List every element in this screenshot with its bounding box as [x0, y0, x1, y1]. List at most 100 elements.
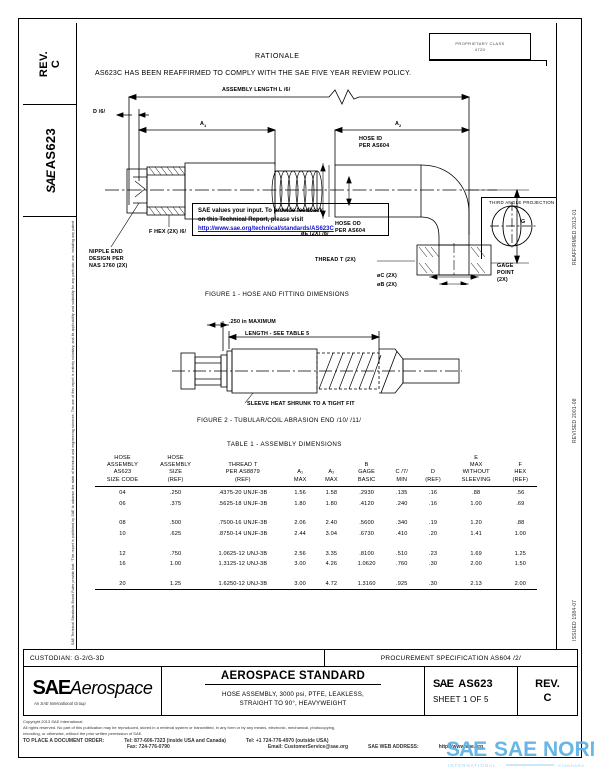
cell-b: .2930	[359, 490, 374, 497]
cell-hose-size: 1.00	[169, 560, 182, 567]
legal-notice-box: SAE Technical Standards Board Rules prov…	[23, 217, 77, 649]
email-address: Email: CustomerService@sae.org	[267, 744, 348, 750]
label-gage-point: GAGE POINT (2X)	[497, 263, 515, 283]
right-margin-strip: REAFFIRMED 2013-01 REVISED 2001-08 ISSUE…	[556, 23, 578, 649]
cell-c: .135	[396, 490, 408, 497]
label-thread-t: THREAD T (2X)	[315, 257, 356, 263]
rights-line-2: recording, or otherwise, without the pri…	[23, 731, 143, 736]
date-reaffirmed: REAFFIRMED 2013-01	[572, 209, 578, 265]
cell-size-code: 12	[119, 550, 126, 557]
cell-c: .410	[396, 530, 408, 537]
cell-size-code: 08	[119, 520, 126, 527]
standard-subtitle: HOSE ASSEMBLY, 3000 psi, PTFE, LEAKLESS,…	[222, 691, 364, 707]
cell-a2: 4.72	[315, 578, 348, 590]
cell-a2: 3.35	[325, 550, 338, 557]
th-hose-size: HOSE ASSEMBLY SIZE (REF)	[150, 455, 202, 487]
drawing-sheet: PROPRIETARY CLASS 4720 RATIONALE AS623C …	[77, 23, 557, 649]
web-address: http://www.sae.org	[438, 744, 484, 750]
cell-size-code: 06	[119, 500, 126, 507]
cell-f: 1.50	[514, 560, 527, 567]
revision-field-value: C	[543, 692, 552, 704]
cell-size-code: 16	[119, 560, 126, 567]
cell-f: .88	[516, 520, 525, 527]
document-number: AS623	[42, 128, 58, 170]
proprietary-class-stamp: PROPRIETARY CLASS 4720	[429, 33, 531, 60]
table-row-spacer	[95, 539, 537, 548]
revision-value: C	[49, 59, 62, 68]
revision-field-label: REV.	[535, 678, 560, 690]
cell-size-code: 20	[95, 578, 150, 590]
cell-a1: 3.00	[284, 578, 316, 590]
label-length-see-table: LENGTH - SEE TABLE 5	[245, 331, 310, 337]
order-label: TO PLACE A DOCUMENT ORDER:	[23, 738, 105, 744]
cell-thread: 1.3125-12 UNJ-3B	[218, 560, 268, 567]
label-assembly-length: ASSEMBLY LENGTH L /6/	[222, 87, 291, 93]
th-thread-t: THREAD T PER AS8879 (REF)	[201, 455, 285, 487]
table-row-spacer	[95, 509, 537, 518]
cell-a1: 2.44	[294, 530, 306, 537]
rationale-heading: RATIONALE	[255, 53, 300, 60]
svg-text:SAE NORM: SAE NORM	[494, 738, 594, 761]
custodian-field: CUSTODIAN: G-2/G-3D	[23, 649, 325, 667]
th-size-code: HOSE ASSEMBLY AS623 SIZE CODE	[95, 455, 150, 487]
cell-f: .69	[516, 500, 525, 507]
sae-aerospace-logo: SAE Aerospace An SAE International Group	[23, 666, 162, 716]
fax-number: Fax: 724-776-0790	[127, 744, 170, 750]
cell-e: 2.00	[470, 560, 482, 567]
figure-1-caption: FIGURE 1 - HOSE AND FITTING DIMENSIONS	[205, 291, 350, 298]
cell-f: 1.00	[514, 530, 527, 537]
svg-text:STANDARD: STANDARD	[558, 763, 585, 768]
proprietary-class-line2: 4720	[474, 46, 486, 52]
cell-b: .4120	[359, 500, 374, 507]
cell-thread: .4375-20 UNJF-3B	[218, 490, 268, 497]
third-angle-projection-box	[481, 197, 557, 259]
tel-usa: Tel: 877-606-7323 (inside USA and Canada…	[124, 738, 226, 744]
document-number-box: SAE AS623	[23, 105, 77, 217]
svg-text:SAE: SAE	[446, 738, 487, 761]
label-a1: A1	[200, 121, 207, 129]
cell-a2: 4.26	[325, 560, 338, 567]
aerospace-wordmark: Aerospace	[70, 677, 153, 698]
cell-e: 1.69	[470, 550, 482, 557]
feedback-link[interactable]: http://www.sae.org/technical/standards/A…	[198, 226, 334, 232]
stamp-leader-tick	[546, 60, 547, 66]
feedback-line-2: on this Technical Report, please visit	[198, 217, 304, 223]
th-b-gage-basic: B GAGE BASIC	[347, 455, 387, 487]
cell-thread: .8750-14 UNJF-3B	[218, 530, 268, 537]
cell-c: .240	[396, 500, 408, 507]
label-hose-id: HOSE ID PER AS604	[359, 136, 390, 149]
sae-logo-small: SAE	[43, 171, 58, 193]
outer-border	[18, 18, 582, 758]
cell-d: .20	[428, 530, 438, 537]
label-sleeve-heat-shrunk: SLEEVE HEAT SHRUNK TO A TIGHT FIT	[247, 401, 355, 407]
svg-text:INTERNATIONAL: INTERNATIONAL	[448, 763, 497, 768]
feedback-line-1: SAE values your input. To provide feedba…	[198, 208, 323, 214]
left-margin-strip: REV. C SAE AS623 SAE Technical Standards…	[23, 23, 77, 649]
rationale-body: AS623C HAS BEEN REAFFIRMED TO COMPLY WIT…	[95, 70, 412, 77]
stamp-leader-line	[429, 60, 547, 61]
cell-hose-size: .750	[169, 550, 182, 557]
th-e-max-without-sleeving: E MAX WITHOUT SLEEVING	[448, 455, 504, 487]
cell-a2: 1.80	[325, 500, 338, 507]
standard-title: AEROSPACE STANDARD	[204, 670, 382, 685]
cell-a1: 3.00	[294, 560, 306, 567]
feedback-box: SAE values your input. To provide feedba…	[192, 203, 389, 236]
figure-2-caption: FIGURE 2 - TUBULAR/COIL ABRASION END /10…	[197, 417, 362, 424]
rights-line-1: All rights reserved. No part of this pub…	[23, 725, 336, 730]
cell-b: .8100	[359, 550, 374, 557]
assembly-dimensions-table: HOSE ASSEMBLY AS623 SIZE CODE HOSE ASSEM…	[95, 455, 537, 590]
tel-international: Tel: +1 724-776-4970 (outside USA)	[245, 738, 329, 744]
date-revised: REVISED 2001-08	[572, 398, 578, 443]
sae-wordmark: SAE	[32, 676, 72, 699]
cell-a1: 2.06	[294, 520, 306, 527]
document-number-field: SAE AS623 SHEET 1 OF 5	[424, 666, 518, 716]
projection-symbol-icon	[490, 202, 538, 250]
label-nipple-end: NIPPLE END DESIGN PER NAS 1760 (2X)	[89, 249, 128, 269]
cell-hose-size: .250	[169, 490, 182, 497]
cell-b: .5600	[359, 520, 374, 527]
cell-c: .760	[396, 560, 408, 567]
cell-a1: 1.80	[294, 500, 306, 507]
